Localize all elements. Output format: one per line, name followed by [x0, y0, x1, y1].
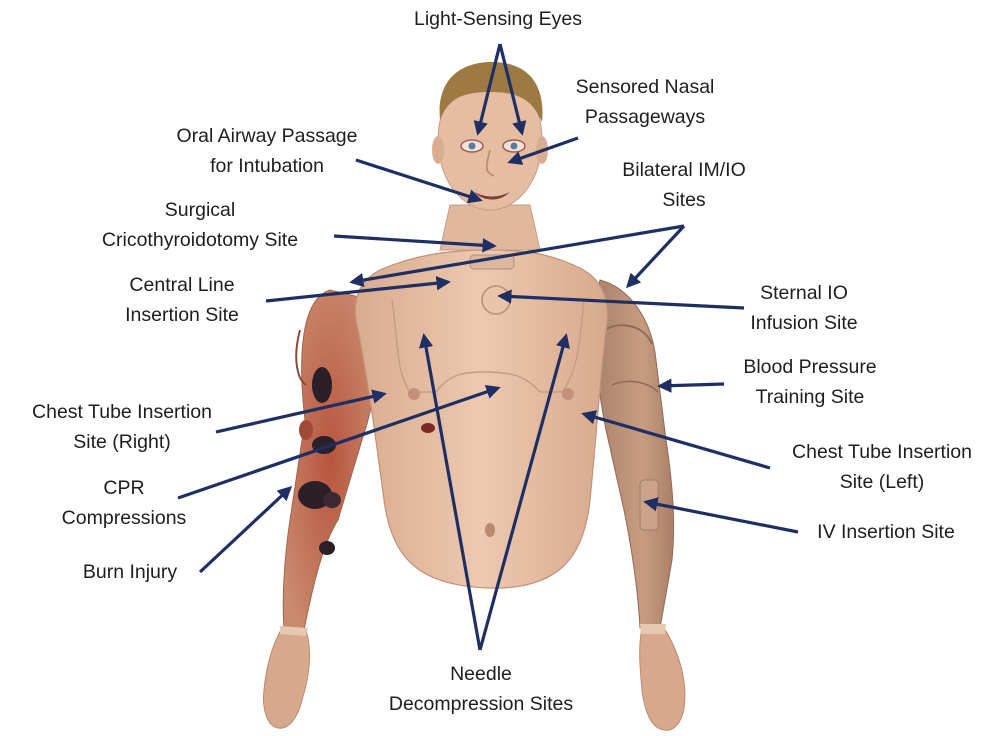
label-blood-pressure-training-site: Blood Pressure Training Site	[743, 352, 876, 412]
label-sternal-io-infusion-site: Sternal IO Infusion Site	[750, 278, 857, 338]
torso	[355, 205, 607, 588]
burn-patch	[319, 541, 335, 555]
label-cpr-compressions: CPR Compressions	[62, 473, 187, 533]
wound	[421, 423, 435, 433]
label-central-line-insertion-site: Central Line Insertion Site	[125, 270, 239, 330]
right-hand	[264, 628, 310, 728]
label-surgical-cricothyroidotomy-site: Surgical Cricothyroidotomy Site	[102, 195, 298, 255]
label-oral-airway-passage: Oral Airway Passage for Intubation	[177, 121, 358, 181]
label-iv-insertion-site: IV Insertion Site	[817, 517, 955, 547]
left-arm	[595, 280, 685, 730]
label-sensored-nasal-passageways: Sensored Nasal Passageways	[576, 72, 715, 132]
head	[432, 62, 548, 210]
label-chest-tube-insertion-site-right: Chest Tube Insertion Site (Right)	[32, 397, 212, 457]
label-bilateral-im-io-sites: Bilateral IM/IO Sites	[622, 155, 746, 215]
burn-patch	[312, 436, 336, 454]
label-chest-tube-insertion-site-left: Chest Tube Insertion Site (Left)	[792, 437, 972, 497]
label-light-sensing-eyes: Light-Sensing Eyes	[414, 4, 582, 34]
right-arm	[264, 290, 377, 728]
burn-patch	[323, 492, 341, 508]
sternal-port	[482, 286, 510, 314]
left-hand	[640, 628, 685, 730]
burn-patch	[312, 367, 332, 403]
label-needle-decompression-sites: Needle Decompression Sites	[389, 659, 573, 719]
label-burn-injury: Burn Injury	[83, 557, 177, 587]
